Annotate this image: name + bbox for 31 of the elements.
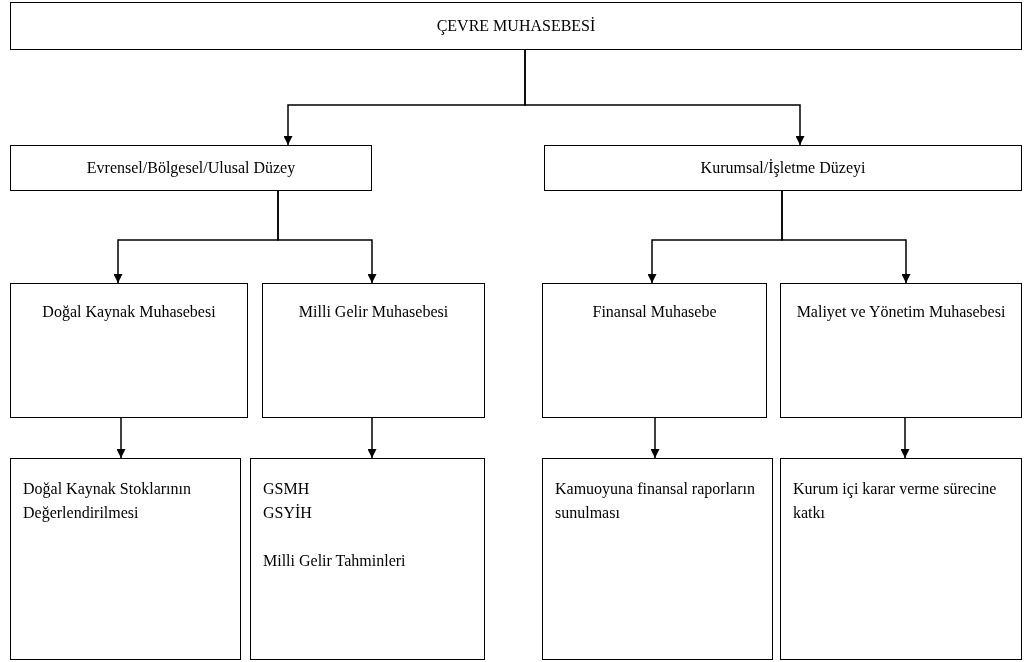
arrow — [650, 417, 660, 459]
arrow — [781, 190, 911, 284]
box-label: Milli Gelir Tahminleri — [263, 551, 406, 571]
text-box — [10, 283, 248, 418]
text-box — [544, 145, 1022, 191]
text-box — [780, 458, 1022, 660]
box-label: Milli Gelir Muhasebesi — [298, 302, 449, 322]
box-label: Kurumsal/İşletme Düzeyi — [700, 158, 866, 179]
box-label: Doğal Kaynak Muhasebesi — [42, 302, 216, 323]
arrow — [116, 417, 126, 459]
box-label: Doğal Kaynak Stoklarının Değerlendirilmesi — [23, 479, 192, 524]
text-box — [10, 145, 372, 191]
box-label: Finansal Muhasebe — [592, 302, 717, 322]
box-label: Evrensel/Bölgesel/Ulusal Düzey — [86, 158, 296, 179]
box-label: GSYİH — [263, 503, 312, 523]
box-label: Maliyet ve Yönetim Muhasebesi — [796, 302, 1006, 323]
arrow — [524, 49, 805, 146]
box-label: ÇEVRE MUHASEBESİ — [436, 16, 596, 37]
text-box — [250, 458, 485, 660]
text-box — [10, 458, 241, 660]
arrow — [277, 190, 377, 284]
arrow — [367, 417, 377, 459]
text-box — [262, 283, 485, 418]
box-label: Kurum içi karar verme sürecine katkı — [793, 479, 998, 523]
box-label: Kamuoyuna finansal raporların sunulması — [555, 479, 756, 523]
text-box — [542, 283, 767, 418]
text-box — [780, 283, 1022, 418]
text-box — [10, 2, 1022, 50]
arrow — [900, 417, 910, 459]
text-box — [542, 458, 773, 660]
box-label: GSMH — [263, 479, 310, 499]
